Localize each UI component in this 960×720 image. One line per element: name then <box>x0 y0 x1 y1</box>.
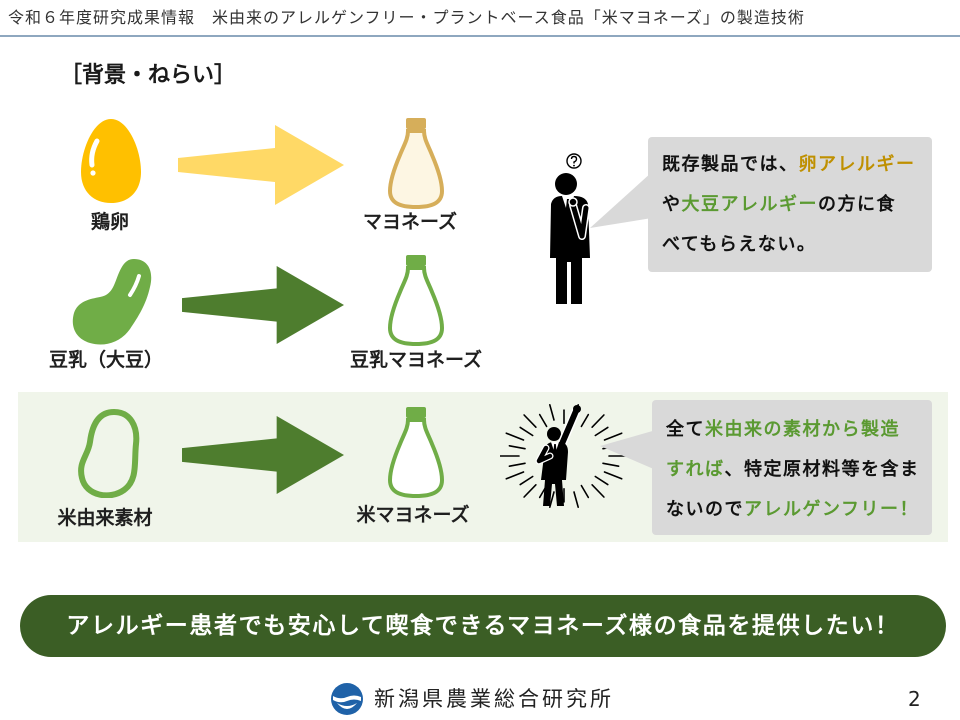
speech-bubble-tail <box>590 172 652 228</box>
burst-line <box>573 491 579 508</box>
right-arrow-icon <box>182 415 344 495</box>
bubble-text: 全て <box>666 419 705 440</box>
product-label-rice-mayonnaise: 米マヨネーズ <box>356 504 470 526</box>
burst-line <box>602 462 620 467</box>
rice-grain-icon <box>78 408 140 498</box>
bubble-text: ないので <box>666 499 744 520</box>
mayonnaise-bottle-icon <box>388 118 444 209</box>
header-title: 令和６年度研究成果情報 米由来のアレルゲンフリー・プラントベース食品「米マヨネー… <box>8 8 805 27</box>
bubble-text-highlight: 米由来の素材から製造 <box>705 419 900 440</box>
confused-businessman-icon <box>550 153 590 304</box>
burst-line <box>548 404 555 421</box>
bubble-text-highlight: すれば <box>666 459 725 480</box>
bubble-line: すれば、特定原材料等を含ま <box>666 450 932 490</box>
burst-line <box>591 484 605 498</box>
bubble-line: ないのでアレルゲンフリー！ <box>666 490 932 530</box>
bubble-text: 既存製品では、 <box>662 154 799 175</box>
source-label-egg: 鶏卵 <box>90 211 129 233</box>
burst-line <box>523 414 537 429</box>
mayonnaise-bottle-icon <box>388 255 444 346</box>
burst-line <box>519 475 534 486</box>
source-label-soy-milk: 豆乳（大豆） <box>48 349 163 371</box>
section-heading: ［背景・ねらい］ <box>60 63 237 88</box>
burst-line <box>519 426 534 437</box>
bubble-line: 既存製品では、卵アレルギー <box>662 145 932 185</box>
bubble-line: や大豆アレルギーの方に食 <box>662 185 932 225</box>
burst-line <box>523 484 537 498</box>
burst-line <box>508 444 526 450</box>
institute-logo-icon <box>331 683 363 715</box>
bubble-text: べてもらえない。 <box>662 234 817 255</box>
burst-line <box>594 475 609 486</box>
burst-line <box>594 426 609 437</box>
burst-lines <box>500 404 628 508</box>
cheering-person-icon <box>500 404 628 508</box>
right-arrow-icon <box>178 125 344 205</box>
mayonnaise-bottle-icon <box>388 407 444 498</box>
burst-line <box>603 432 623 441</box>
footer-organization: 新潟県農業総合研究所 <box>374 687 614 711</box>
burst-line <box>508 462 526 467</box>
egg-icon <box>81 119 141 203</box>
bubble-text: の方に食 <box>818 194 896 215</box>
bubble-text-allergen-free: アレルゲンフリー！ <box>744 499 919 520</box>
bubble-text-soy-allergy: 大豆アレルギー <box>681 194 818 215</box>
speech-bubble-tail <box>600 430 656 470</box>
burst-line <box>505 432 525 441</box>
burst-line <box>505 471 525 480</box>
source-label-rice-material: 米由来素材 <box>57 507 153 529</box>
burst-line <box>591 414 605 429</box>
right-arrow-icon <box>182 265 344 345</box>
goal-banner: アレルギー患者でも安心して喫食できるマヨネーズ様の食品を提供したい！ <box>20 595 946 657</box>
bubble-text-egg-allergy: 卵アレルギー <box>798 154 916 175</box>
speech-bubble-solution: 全て米由来の素材から製造 すれば、特定原材料等を含ま ないのでアレルゲンフリー！ <box>652 400 932 535</box>
bubble-text: 、特定原材料等を含ま <box>724 459 920 480</box>
header-divider <box>0 35 960 37</box>
soybean-icon <box>72 259 152 345</box>
bubble-text: や <box>662 194 682 215</box>
burst-line <box>548 491 555 508</box>
page-number: 2 <box>908 687 921 711</box>
burst-line <box>580 413 590 428</box>
speech-bubble-problem: 既存製品では、卵アレルギー や大豆アレルギーの方に食 べてもらえない。 <box>648 137 932 272</box>
product-label-mayonnaise: マヨネーズ <box>362 211 458 233</box>
burst-line <box>603 471 623 480</box>
product-label-soy-mayonnaise: 豆乳マヨネーズ <box>349 349 483 371</box>
burst-line <box>580 484 590 499</box>
bubble-line: べてもらえない。 <box>662 225 932 265</box>
burst-line <box>538 413 548 428</box>
bubble-line: 全て米由来の素材から製造 <box>666 410 932 450</box>
